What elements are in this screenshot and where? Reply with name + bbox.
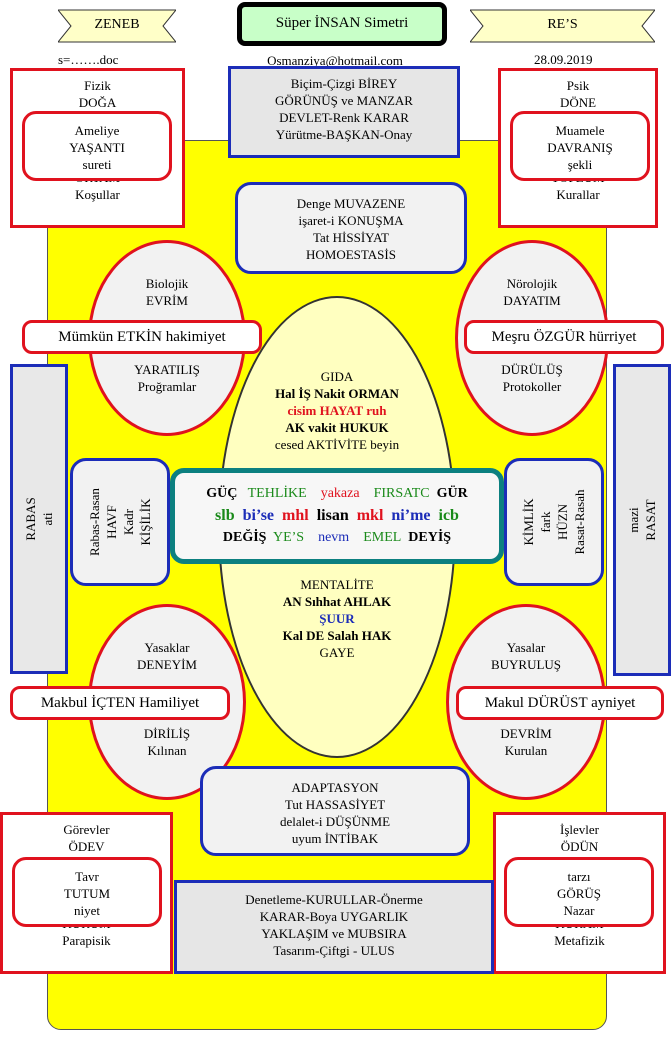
bottom-right-inner-box: tarzı GÖRÜŞ Nazar [504, 857, 654, 927]
inner-box-right: KİMLİK fark HÜZN Rasat-Rasah [504, 458, 604, 586]
center-teal-box: GÜÇ TEHLİKE yakaza FIRSATC GÜR slb bi’se… [170, 468, 504, 564]
ribbon-right [470, 9, 655, 43]
side-box-left: RABAS ati [10, 364, 68, 674]
bottom-left-inner-box: Tavr TUTUM niyet [12, 857, 162, 927]
date: 28.09.2019 [534, 52, 593, 67]
pill-bottom-left: Makbul İÇTEN Hamiliyet [10, 686, 230, 720]
ribbon-right-label: RE’S [547, 17, 578, 32]
top-center-box: Biçim-Çizgi BİREY GÖRÜNÜŞ ve MANZAR DEVL… [228, 66, 460, 158]
ribbon-left [58, 9, 176, 43]
center-top-text: GIDA Hal İŞ Nakit ORMAN cisim HAYAT ruh … [274, 369, 400, 452]
top-right-inner-box: Muamele DAVRANIŞ şekli [510, 111, 650, 181]
top-left-inner-box: Ameliye YAŞANTI sureti [22, 111, 172, 181]
center-bottom-text: MENTALİTE AN Sıhhat AHLAK ŞUUR Kal DE Sa… [282, 577, 392, 660]
bottom-center-box: Denetleme-KURULLAR-Önerme KARAR-Boya UYG… [174, 880, 494, 974]
inner-box-left: Rabas-Rasan HAVF Kadr KİŞİLİK [70, 458, 170, 586]
email: Osmanziya@hotmail.com [267, 53, 403, 68]
lower-center-box: ADAPTASYON Tut HASSASİYET delalet-i DÜŞÜ… [200, 766, 470, 856]
pill-bottom-right: Makul DÜRÜST ayniyet [456, 686, 664, 720]
side-box-right: mazi RASAT [613, 364, 671, 676]
ribbon-left-label: ZENEB [94, 17, 140, 32]
upper-center-box: Denge MUVAZENE işaret-i KONUŞMA Tat HİSS… [235, 182, 467, 274]
file-name: s=…….doc [58, 52, 119, 67]
pill-top-right: Meşru ÖZGÜR hürriyet [464, 320, 664, 354]
page-title: Süper İNSAN Simetri [237, 2, 447, 46]
pill-top-left: Mümkün ETKİN hakimiyet [22, 320, 262, 354]
